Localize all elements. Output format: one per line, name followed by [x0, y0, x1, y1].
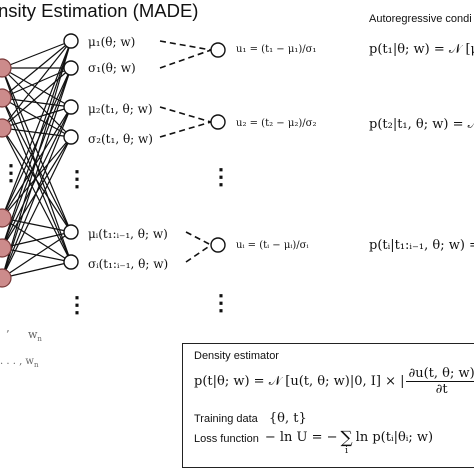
weight-series-base: . . . , w	[0, 356, 34, 367]
connection-line	[1, 40, 72, 129]
density-formula: p(t|θ; w) = 𝒩 [u(t, θ; w)|0, I] × | ∂u(t…	[194, 366, 474, 397]
connection-line	[1, 106, 72, 129]
connection-line	[1, 231, 72, 279]
density-formula-left: p(t|θ; w) = 𝒩 [u(t, θ; w)|0, I] × |	[194, 374, 405, 389]
weight-series-sub: n	[34, 361, 39, 369]
mu2-label: μ₂(t₁, θ; w)	[88, 102, 153, 116]
input-node	[0, 58, 12, 78]
mui-label: μᵢ(t₁:ᵢ₋₁, θ; w)	[88, 227, 168, 241]
output-node	[63, 254, 79, 270]
sigma1-label: σ₁(θ; w)	[88, 61, 136, 75]
training-row: Training data {θ, t}	[194, 407, 307, 426]
sigma2-label: σ₂(t₁, θ; w)	[88, 132, 153, 146]
output-node	[63, 129, 79, 145]
connection-line	[1, 67, 72, 108]
input-node	[0, 118, 12, 138]
connection-line	[1, 40, 72, 99]
connection-line	[1, 67, 72, 129]
weight-n-base: w	[28, 328, 38, 341]
input-node	[0, 88, 12, 108]
u-node	[210, 114, 226, 130]
connection-line	[1, 40, 72, 279]
u-ellipsis-bottom: ⋮	[210, 290, 232, 316]
loss-sum-symbol: ∑	[340, 428, 353, 448]
loss-label: Loss function	[194, 433, 259, 445]
output-node	[63, 224, 79, 240]
conditional-1: p(t₁|θ; w) = 𝒩 [μ	[369, 42, 474, 57]
diagram-title: nsity Estimation (MADE)	[0, 0, 199, 21]
connection-line	[1, 136, 72, 279]
loss-rhs: ln p(tᵢ|θᵢ; w)	[355, 430, 434, 445]
sigmai-label: σᵢ(t₁:ᵢ₋₁, θ; w)	[88, 257, 169, 271]
dashed-link	[159, 106, 212, 123]
u2-equation: u₂ = (t₂ − μ₂)/σ₂	[236, 118, 317, 129]
output-node	[63, 60, 79, 76]
dashed-link	[185, 244, 212, 263]
connection-line	[1, 217, 72, 233]
loss-row: Loss function − ln U = − ∑ i ln p(tᵢ|θᵢ;…	[194, 430, 433, 456]
u-ellipsis-mid: ⋮	[210, 164, 232, 190]
connection-line	[1, 106, 72, 279]
input-node	[0, 268, 12, 288]
connection-line	[1, 106, 72, 219]
loss-sum: ∑ i	[341, 430, 353, 456]
connection-line	[1, 97, 72, 108]
connection-line	[1, 67, 72, 99]
dashed-link	[159, 121, 212, 138]
hidden-ellipsis-bottom: ⋮	[66, 292, 88, 318]
connection-line	[1, 261, 72, 279]
density-fraction-num: ∂u(t, θ; w)	[406, 366, 474, 382]
density-fraction-den: ∂t	[435, 382, 448, 397]
connection-line	[1, 97, 72, 233]
connection-line	[1, 106, 72, 249]
u1-equation: u₁ = (t₁ − μ₁)/σ₁	[236, 44, 317, 55]
output-node	[63, 99, 79, 115]
connection-line	[1, 40, 72, 69]
connection-line	[1, 127, 72, 233]
u-node	[210, 42, 226, 58]
dashed-link	[185, 231, 212, 246]
dashed-link	[159, 49, 212, 69]
density-estimator-box: Density estimator p(t|θ; w) = 𝒩 [u(t, θ;…	[182, 343, 474, 468]
dashed-link	[159, 40, 212, 51]
weight-series-label: . . . , wn	[0, 356, 39, 369]
weight-n-sub: n	[37, 335, 42, 344]
training-label: Training data	[194, 413, 258, 425]
connection-line	[1, 40, 72, 219]
conditional-2: p(t₂|t₁, θ; w) = 𝒩	[369, 117, 474, 132]
connection-line	[1, 40, 72, 249]
ui-equation: uᵢ = (tᵢ − μᵢ)/σᵢ	[236, 240, 309, 251]
mu1-label: μ₁(θ; w)	[88, 35, 136, 49]
output-node	[63, 33, 79, 49]
input-node	[0, 208, 12, 228]
connection-line	[1, 67, 72, 233]
conditionals-heading: Autoregressive condi	[369, 13, 472, 25]
hidden-ellipsis-mid: ⋮	[66, 166, 88, 192]
loss-sum-index: i	[345, 446, 349, 456]
weight-n-label: wn	[28, 328, 42, 343]
training-value: {θ, t}	[268, 411, 307, 426]
input-ellipsis: ⋮	[0, 160, 22, 186]
loss-lhs: − ln U = −	[264, 430, 338, 445]
tick-mark: ’	[6, 328, 10, 341]
connection-line	[1, 67, 72, 279]
u-node	[210, 237, 226, 253]
connection-line	[1, 231, 72, 249]
input-node	[0, 238, 12, 258]
density-fraction: ∂u(t, θ; w) ∂t	[406, 366, 474, 397]
density-heading: Density estimator	[194, 350, 279, 362]
conditional-i: p(tᵢ|t₁:ᵢ₋₁, θ; w) =	[369, 238, 474, 253]
